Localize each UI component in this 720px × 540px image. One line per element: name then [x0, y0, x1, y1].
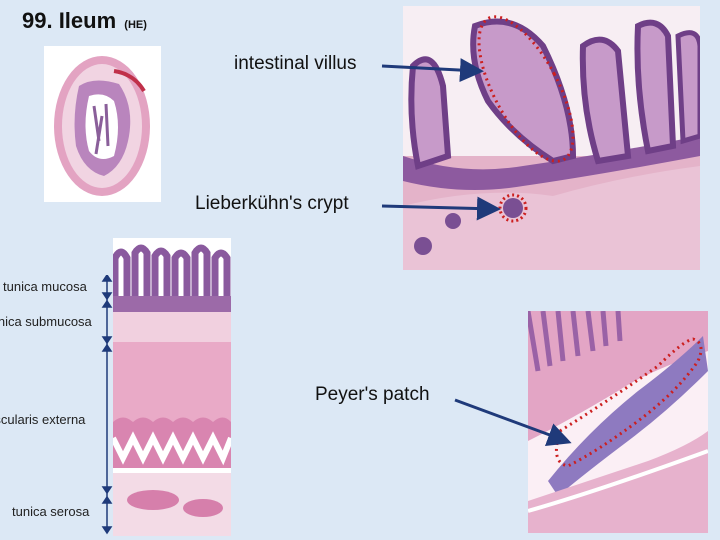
villus-highlight	[477, 15, 575, 163]
slide-title: 99. Ileum (HE)	[22, 8, 147, 34]
label-intestinal-villus: intestinal villus	[234, 53, 357, 74]
layer-label-mucosa-wrap: tunica mucosa	[0, 279, 96, 297]
layer-label-mucosa: tunica mucosa	[3, 279, 87, 294]
peyer-highlight	[554, 337, 703, 468]
crypt-arrow	[381, 196, 501, 221]
wall-layers-micrograph	[113, 238, 231, 536]
layer-label-muscularis: tunica muscularis externa	[0, 412, 86, 427]
peyer-patch-micrograph	[528, 311, 708, 533]
label-lieberkuhn-crypt: Lieberkühn's crypt	[195, 193, 349, 214]
layer-label-muscularis-wrap: tunica muscularis externa	[0, 412, 104, 430]
layer-label-serosa-wrap: tunica serosa	[0, 504, 98, 522]
villus-micrograph	[403, 6, 700, 270]
layer-label-serosa: tunica serosa	[12, 504, 90, 519]
villus-arrow	[381, 58, 484, 83]
title-stain: (HE)	[124, 19, 147, 31]
layer-brackets	[101, 275, 113, 535]
overview-micrograph	[44, 46, 161, 202]
layer-label-submucosa: tunica submucosa	[0, 314, 92, 329]
label-peyers-patch: Peyer's patch	[315, 384, 430, 405]
layer-label-submucosa-wrap: tunica submucosa	[0, 314, 104, 332]
title-text: 99. Ileum	[22, 8, 117, 33]
peyer-arrow	[454, 398, 572, 447]
